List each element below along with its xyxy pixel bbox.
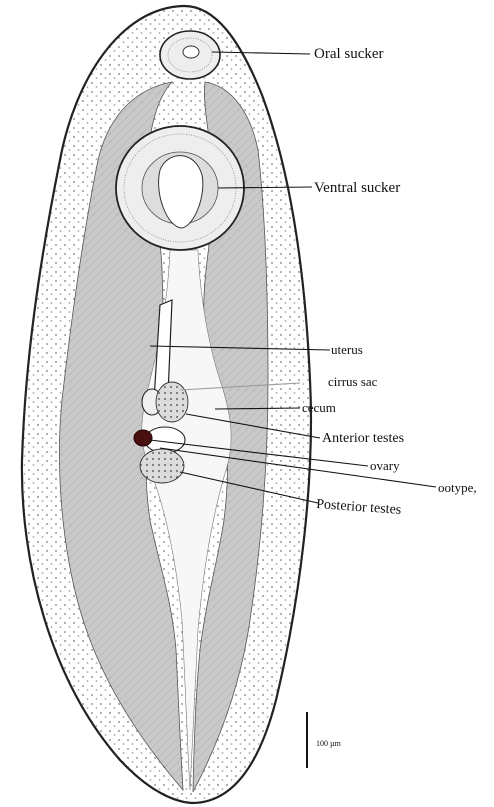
label-cecum: cecum bbox=[302, 400, 336, 415]
scale-bar: 100 µm bbox=[307, 712, 342, 768]
label-anterior-testes: Anterior testes bbox=[322, 431, 404, 446]
oral-sucker bbox=[160, 31, 220, 79]
anterior-testes bbox=[156, 382, 188, 422]
label-posterior-testes: Posterior testes bbox=[316, 497, 402, 518]
posterior-testes bbox=[140, 449, 184, 483]
scale-bar-label: 100 µm bbox=[316, 739, 342, 748]
label-uterus: uterus bbox=[331, 342, 363, 357]
label-ventral-sucker: Ventral sucker bbox=[314, 180, 400, 196]
label-cirrus-sac: cirrus sac bbox=[328, 374, 378, 389]
label-ovary: ovary bbox=[370, 458, 400, 473]
label-ootype: ootype, bbox=[438, 480, 477, 495]
label-oral-sucker: Oral sucker bbox=[314, 46, 384, 62]
